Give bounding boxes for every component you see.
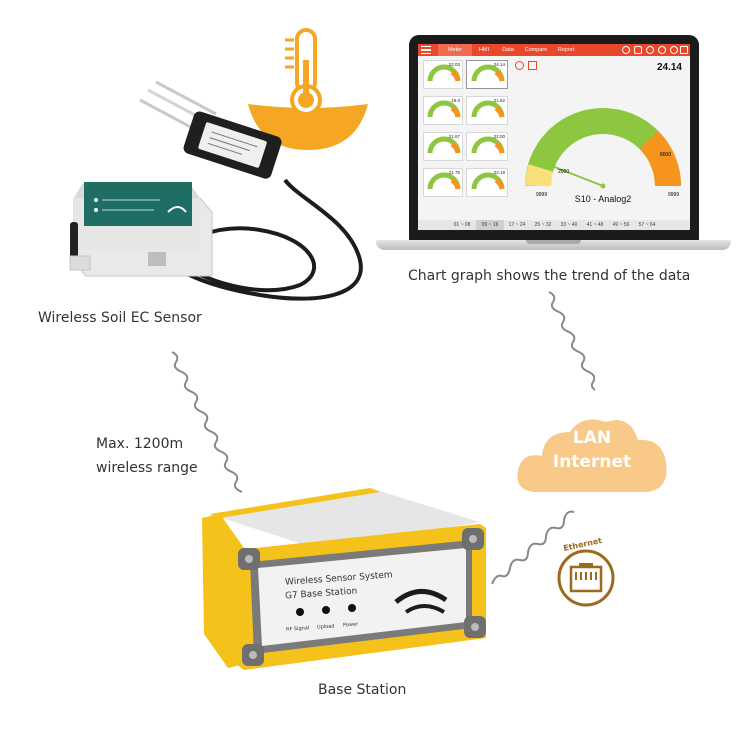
tab-hmi[interactable]: HMI [478, 47, 490, 53]
page-button[interactable]: 49 ~ 56 [612, 222, 630, 228]
wireless-signal-line-sensor [171, 351, 243, 493]
page-button[interactable]: 25 ~ 32 [534, 222, 552, 228]
network-signal-line-laptop [548, 291, 595, 392]
tile-value: 21.87 [448, 134, 460, 139]
meter-tile[interactable]: 22.00 [466, 132, 508, 161]
tile-value: 19.0 [451, 98, 460, 103]
meter-tile[interactable]: 22.18 [466, 168, 508, 197]
led-label-power: Power [342, 621, 359, 629]
gauge-title: S10 - Analog2 [574, 194, 632, 204]
meter-tile[interactable]: 21.87 [423, 132, 463, 161]
meter-tile[interactable]: 24.14 [466, 60, 508, 89]
tile-value: 22.00 [493, 134, 505, 139]
page-button[interactable]: 17 ~ 24 [508, 222, 526, 228]
gauge-min-label: 9999 [536, 192, 548, 198]
tab-report[interactable]: Report [557, 47, 575, 53]
laptop: Meter HMI Data Compare Report 22.03 24.1… [376, 30, 731, 256]
home-icon[interactable] [680, 46, 688, 54]
export-icon[interactable] [528, 61, 537, 70]
settings-icon[interactable] [515, 61, 524, 70]
tile-value: 21.62 [493, 98, 505, 103]
tile-value: 21.75 [448, 170, 460, 175]
sensor-caption: Wireless Soil EC Sensor [38, 310, 202, 326]
main-gauge [525, 108, 682, 189]
page-button[interactable]: 33 ~ 40 [560, 222, 578, 228]
laptop-caption: Chart graph shows the trend of the data [408, 268, 691, 284]
moon-icon[interactable] [658, 46, 666, 54]
big-value: 24.14 [656, 62, 682, 73]
tile-value: 22.18 [493, 170, 505, 175]
tab-compare[interactable]: Compare [524, 47, 548, 53]
page-button[interactable]: 41 ~ 48 [586, 222, 604, 228]
camera-icon[interactable] [634, 46, 642, 54]
led-label-upload: Upload [316, 623, 335, 631]
gauge-max-label: 9999 [668, 192, 680, 198]
meter-tile[interactable]: 19.0 [423, 96, 463, 125]
page-button[interactable]: 01 ~ 08 [453, 222, 471, 228]
cloud-label-internet: Internet [552, 452, 632, 472]
meter-tile[interactable]: 21.62 [466, 96, 508, 125]
menu-icon[interactable] [421, 46, 431, 54]
page-button[interactable]: 57 ~ 64 [638, 222, 656, 228]
range-caption-line2: wireless range [96, 460, 198, 476]
range-caption-line1: Max. 1200m [96, 436, 184, 452]
tile-value: 24.14 [493, 62, 505, 67]
gauge-low-label: 2000 [558, 169, 570, 175]
base-station-caption: Base Station [318, 682, 407, 698]
page-button[interactable]: 09 ~ 16 [476, 220, 504, 230]
tab-data[interactable]: Data [502, 47, 514, 53]
gauge-high-label: 8000 [660, 152, 672, 158]
page-selector: 01 ~ 08 09 ~ 16 17 ~ 24 25 ~ 32 33 ~ 40 … [418, 220, 690, 230]
network-signal-line-station [491, 510, 575, 585]
soil-ec-sensor-illustration [69, 80, 363, 301]
bell-icon[interactable] [670, 46, 678, 54]
tile-value: 22.03 [448, 62, 460, 67]
app-bar: Meter HMI Data Compare Report [418, 44, 690, 56]
gear-icon[interactable] [646, 46, 654, 54]
tab-meter[interactable]: Meter [438, 44, 472, 56]
meter-tile[interactable]: 21.75 [423, 168, 463, 197]
clock-icon[interactable] [622, 46, 630, 54]
laptop-screen: Meter HMI Data Compare Report 22.03 24.1… [418, 44, 690, 230]
cloud-label-lan: LAN [572, 428, 612, 448]
meter-tile[interactable]: 22.03 [423, 60, 463, 89]
base-station-device: Wireless Sensor System G7 Base Station R… [180, 488, 490, 678]
ethernet-icon [557, 549, 615, 607]
lan-internet-cloud: LAN Internet [512, 410, 672, 500]
